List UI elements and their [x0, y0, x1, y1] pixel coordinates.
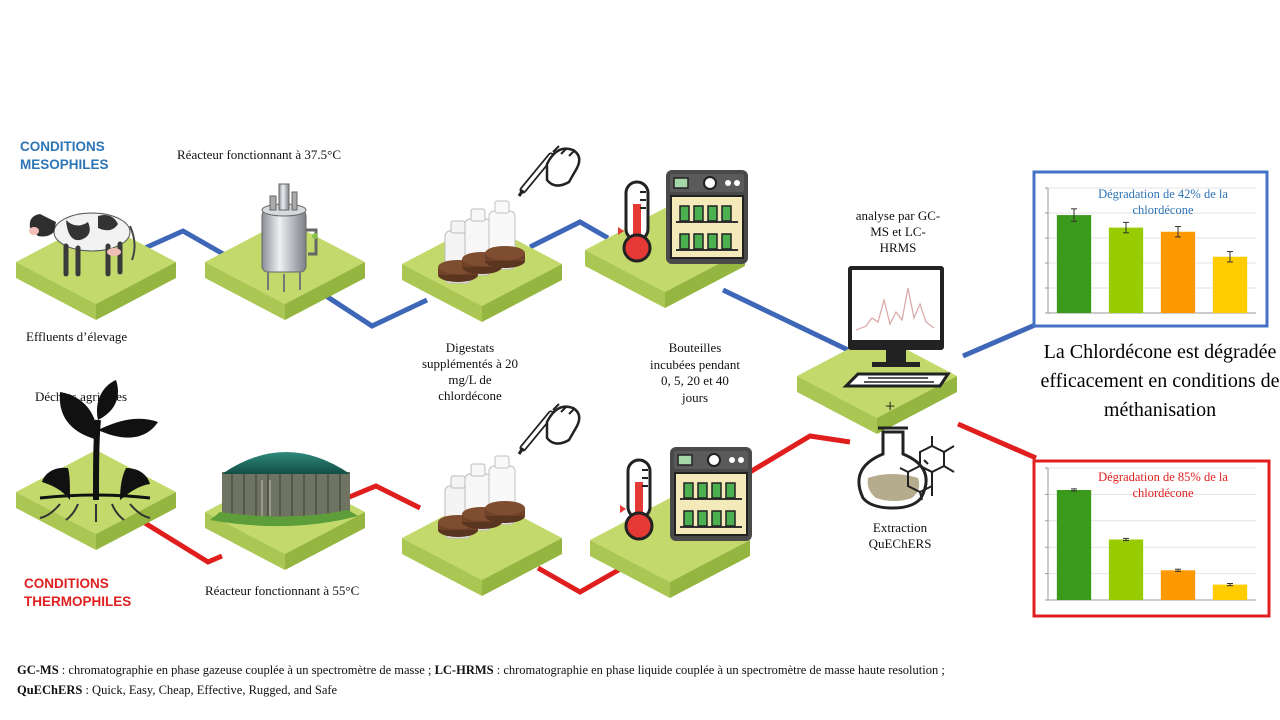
bouteilles-label: Bouteilles incubées pendant 0, 5, 20 et … — [650, 340, 740, 405]
chart-bar — [1212, 584, 1248, 600]
flask-molecule-icon — [857, 426, 955, 510]
plant-icon — [39, 380, 158, 522]
digestats-label: Digestats supplémentés à 20 mg/L de chlo… — [421, 340, 519, 403]
pipette-meso-icon — [519, 146, 579, 196]
conclusion-text: La Chlordécone est dégradée efficacement… — [1040, 341, 1280, 421]
computer-icon — [842, 266, 951, 388]
condition-mesophiles-line2: MESOPHILES — [20, 157, 109, 172]
chart-bar — [1108, 539, 1144, 600]
reactor-meso-label: Réacteur fonctionnant à 37.5°C — [177, 147, 342, 162]
footer-line1-segment: GC-MS — [17, 663, 59, 677]
chart-bar — [1056, 215, 1092, 313]
thermometer-thermo-icon — [618, 458, 654, 541]
chart-bar — [1056, 490, 1092, 600]
incubator-thermo-icon — [669, 446, 753, 542]
footer-line1-segment: : chromatographie en phase gazeuse coupl… — [58, 663, 435, 677]
extraction-label: Extraction QuEChERS — [868, 520, 932, 551]
footer-legend: GC-MS : chromatographie en phase gazeuse… — [17, 660, 945, 700]
biogas-digester-icon — [210, 452, 358, 527]
condition-thermophiles-label: CONDITIONS THERMOPHILES — [24, 575, 131, 611]
chart-meso-box — [1032, 170, 1269, 328]
pipette-thermo-icon — [519, 404, 579, 454]
cow-icon — [29, 212, 136, 277]
condition-mesophiles-label: CONDITIONS MESOPHILES — [20, 138, 109, 174]
effluents-label: Effluents d’élevage — [26, 329, 128, 344]
stainless-reactor-icon — [261, 183, 318, 292]
analyse-label: analyse par GC-MS et LC-HRMS — [855, 208, 941, 255]
condition-mesophiles-line1: CONDITIONS — [20, 139, 105, 154]
reactor-thermo-label: Réacteur fonctionnant à 55°C — [205, 583, 360, 598]
chart-thermo-title: Dégradation de 85% de la chlordécone — [1098, 470, 1228, 500]
dechets-label: Déchets agricoles — [35, 389, 128, 404]
chart-thermo-plot — [1045, 467, 1256, 601]
plus-sign: + — [885, 396, 896, 416]
incubator-meso-icon — [665, 169, 749, 265]
chart-meso-plot — [1045, 187, 1256, 314]
chart-thermo-box — [1032, 459, 1271, 618]
mesophile-flow-line — [143, 219, 1043, 359]
chart-bar — [1212, 256, 1248, 313]
footer-line2-segment: QuEChERS — [17, 683, 83, 697]
chart-bar — [1108, 227, 1144, 313]
thermometer-meso-icon — [616, 180, 652, 263]
chart-meso-title: Dégradation de 42% de la chlordécone — [1098, 187, 1228, 217]
chart-bar — [1160, 570, 1196, 600]
footer-line1-segment: LC-HRMS — [434, 663, 494, 677]
footer-line2-segment: : Quick, Easy, Cheap, Effective, Rugged,… — [82, 683, 338, 697]
condition-thermophiles-line1: CONDITIONS — [24, 576, 109, 591]
footer-line1-segment: : chromatographie en phase liquide coupl… — [493, 663, 945, 677]
footer-line-1: GC-MS : chromatographie en phase gazeuse… — [17, 660, 945, 680]
footer-line-2: QuEChERS : Quick, Easy, Cheap, Effective… — [17, 680, 945, 700]
condition-thermophiles-line2: THERMOPHILES — [24, 594, 132, 609]
chart-bar — [1160, 231, 1196, 313]
